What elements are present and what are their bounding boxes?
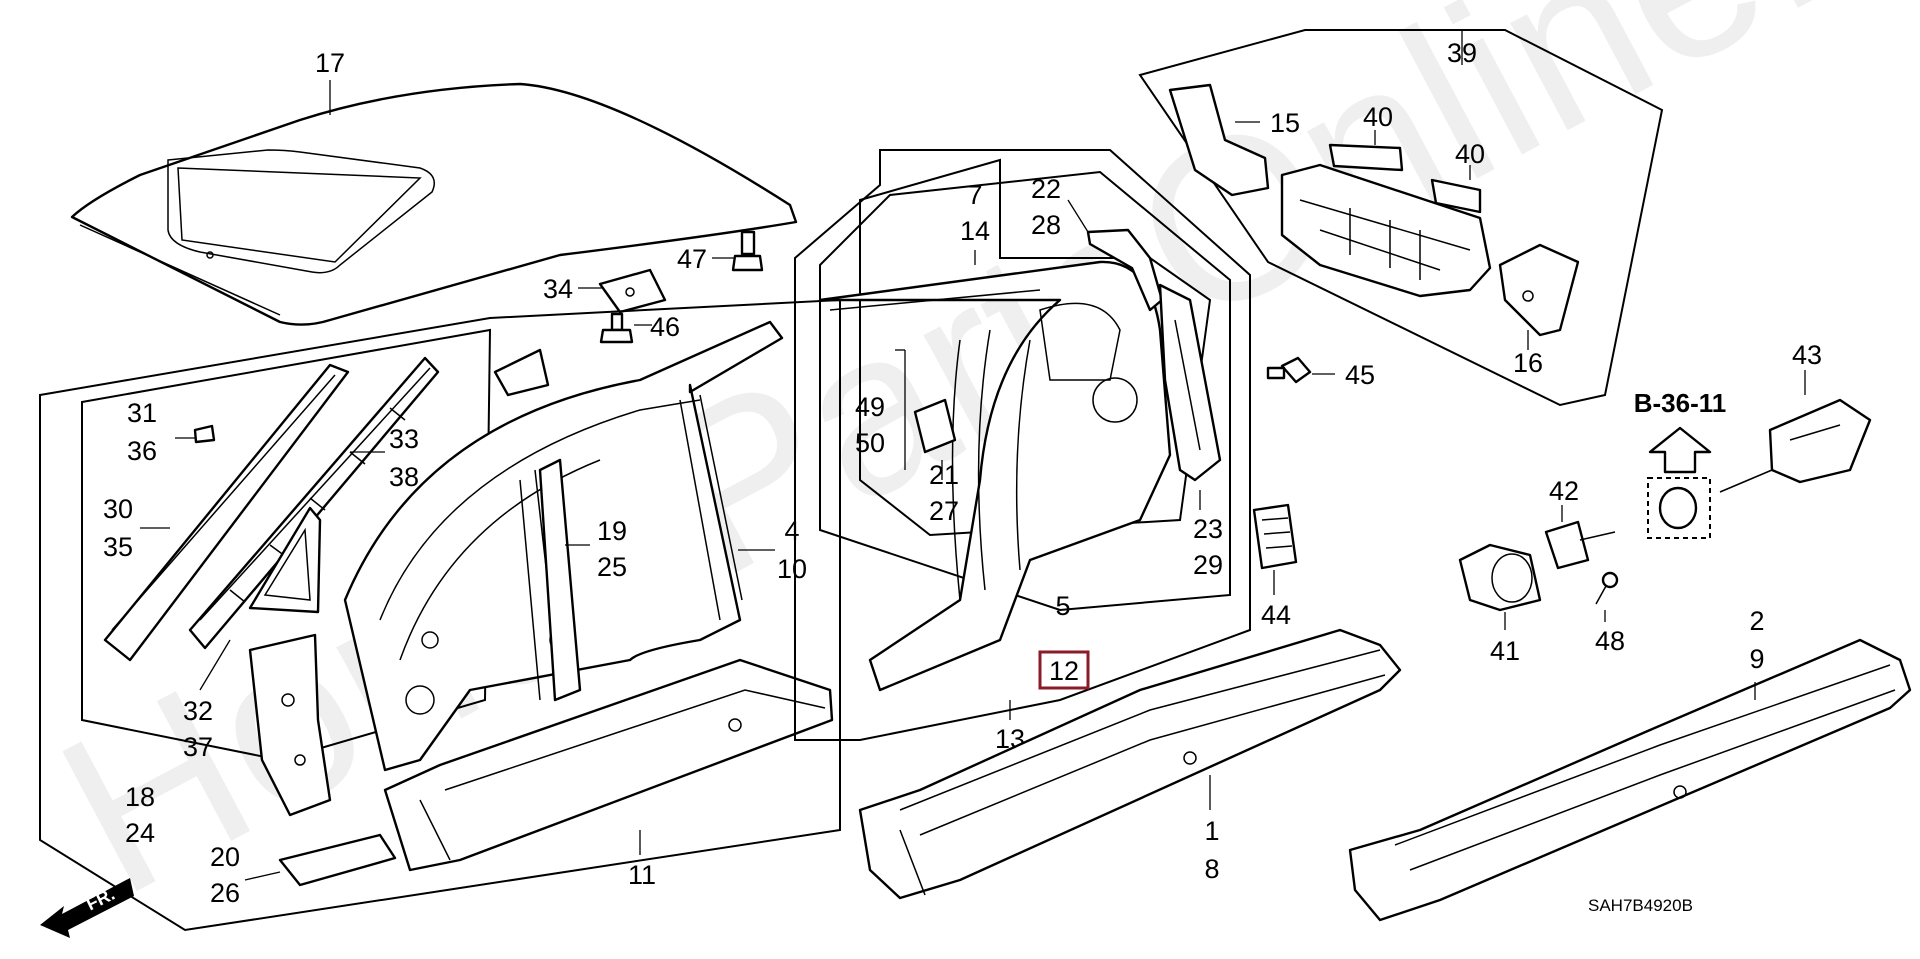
callout-25[interactable]: 25	[597, 552, 627, 582]
callout-42[interactable]: 42	[1549, 476, 1579, 506]
leader-22	[1067, 199, 1089, 233]
flange-bolt-47[interactable]	[731, 230, 764, 272]
bracket-22[interactable]	[1086, 228, 1164, 312]
callout-4[interactable]: 4	[784, 516, 799, 546]
flange-bolt-46[interactable]	[599, 312, 634, 344]
front-arrow-icon	[40, 878, 134, 938]
callout-28[interactable]: 28	[1031, 210, 1061, 240]
callout-23[interactable]: 23	[1193, 514, 1223, 544]
reference-arrow-icon	[1648, 426, 1712, 474]
callout-34[interactable]: 34	[543, 274, 573, 304]
reference-box	[1647, 477, 1711, 539]
callout-36[interactable]: 36	[127, 436, 157, 466]
rear-strip-40b[interactable]	[1430, 178, 1482, 214]
callout-19[interactable]: 19	[597, 516, 627, 546]
callout-17[interactable]: 17	[315, 48, 345, 78]
roof-panel[interactable]	[70, 82, 798, 326]
callout-30[interactable]: 30	[103, 494, 133, 524]
gusset-32[interactable]	[248, 506, 322, 614]
center-pillar-stiffener-19[interactable]	[538, 458, 582, 702]
callout-29[interactable]: 29	[1193, 550, 1223, 580]
group-frame-5-12	[819, 170, 1231, 612]
side-sill-2[interactable]	[1348, 638, 1912, 922]
callout-27[interactable]: 27	[929, 496, 959, 526]
callout-21[interactable]: 21	[929, 460, 959, 490]
callout-12[interactable]: 12	[1049, 656, 1079, 686]
bracket-34[interactable]	[598, 268, 667, 314]
callout-38[interactable]: 38	[389, 462, 419, 492]
side-sill-1[interactable]	[858, 628, 1402, 900]
group-frame-7-14	[859, 158, 1212, 537]
callout-10[interactable]: 10	[777, 554, 807, 584]
callout-46[interactable]: 46	[650, 312, 680, 342]
fuel-lid-base-41[interactable]	[1458, 543, 1542, 612]
flange-bolt-45[interactable]	[1266, 356, 1312, 384]
callout-47[interactable]: 47	[677, 244, 707, 274]
clip-31[interactable]	[193, 424, 216, 444]
callout-31[interactable]: 31	[127, 398, 157, 428]
callout-8[interactable]: 8	[1204, 854, 1219, 884]
callout-40b[interactable]: 40	[1455, 139, 1485, 169]
callout-15[interactable]: 15	[1270, 108, 1300, 138]
leader-20	[244, 871, 281, 881]
a-pillar-inner-panel[interactable]	[248, 633, 332, 817]
group-frame-left	[39, 298, 841, 932]
callout-14[interactable]: 14	[960, 216, 990, 246]
callout-22[interactable]: 22	[1031, 174, 1061, 204]
callout-43[interactable]: 43	[1792, 340, 1822, 370]
callout-20[interactable]: 20	[210, 842, 240, 872]
rear-bracket-16[interactable]	[1498, 243, 1580, 337]
callout-2[interactable]: 2	[1749, 606, 1764, 636]
group-frame-39	[1138, 29, 1664, 407]
fuel-lid-actuator-43[interactable]	[1719, 398, 1872, 493]
callout-37[interactable]: 37	[183, 732, 213, 762]
callout-16[interactable]: 16	[1513, 348, 1543, 378]
fuel-lid-hinge-42[interactable]	[1544, 520, 1616, 570]
rear-pillar-stiffener-23[interactable]	[1158, 283, 1222, 482]
rear-strip-40a[interactable]	[1328, 143, 1404, 172]
screw-48[interactable]	[1595, 571, 1619, 605]
callout-26[interactable]: 26	[210, 878, 240, 908]
callout-50[interactable]: 50	[855, 428, 885, 458]
callout-44[interactable]: 44	[1261, 600, 1291, 630]
rear-panel[interactable]	[1280, 163, 1492, 298]
fuel-cap-icon	[1658, 486, 1698, 530]
callout-45[interactable]: 45	[1345, 360, 1375, 390]
callout-5[interactable]: 5	[1055, 591, 1070, 621]
callout-1[interactable]: 1	[1204, 816, 1219, 846]
rear-bracket-15[interactable]	[1168, 83, 1270, 197]
callout-33[interactable]: 33	[389, 424, 419, 454]
callout-39[interactable]: 39	[1447, 38, 1477, 68]
callout-48[interactable]: 48	[1595, 626, 1625, 656]
diagram-code: SAH7B4920B	[1588, 896, 1693, 915]
callout-32[interactable]: 32	[183, 696, 213, 726]
callout-24[interactable]: 24	[125, 818, 155, 848]
callout-11[interactable]: 11	[628, 860, 656, 890]
roof-rail-stiffener-33[interactable]	[188, 356, 440, 650]
side-sill-panel-11[interactable]	[383, 658, 834, 872]
leader-32	[199, 639, 231, 691]
bracket-21[interactable]	[913, 398, 957, 454]
callout-9[interactable]: 9	[1749, 644, 1764, 674]
sill-extension-20[interactable]	[278, 833, 397, 887]
roof-rail-30[interactable]	[103, 363, 350, 662]
callout-35[interactable]: 35	[103, 532, 133, 562]
callout-40a[interactable]: 40	[1363, 102, 1393, 132]
a-pillar-upper-bracket[interactable]	[493, 348, 550, 397]
callout-7[interactable]: 7	[967, 180, 982, 210]
selected-part-highlight[interactable]	[1038, 650, 1090, 690]
callout-41[interactable]: 41	[1490, 636, 1520, 666]
group-frame-13	[794, 149, 1251, 741]
callout-18[interactable]: 18	[125, 782, 155, 812]
callout-49[interactable]: 49	[855, 392, 885, 422]
reference-label[interactable]: B-36-11	[1634, 388, 1727, 418]
ventilation-grille-44[interactable]	[1252, 503, 1298, 570]
